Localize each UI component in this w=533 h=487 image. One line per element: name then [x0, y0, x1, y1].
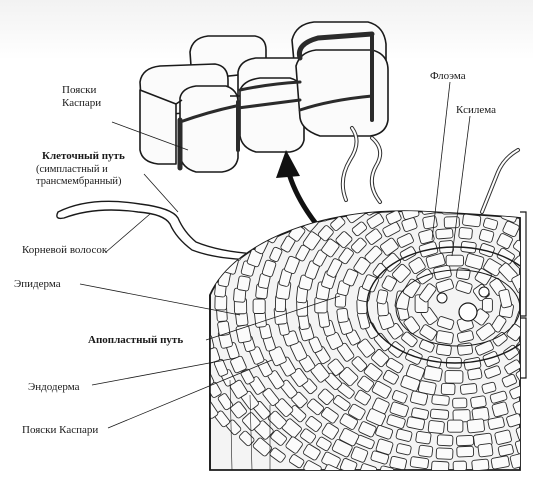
label-cell-path: Клеточный путь — [42, 150, 125, 162]
label-casparian-strips-top: Пояски Каспари — [62, 84, 101, 110]
label-xylem: Ксилема — [456, 104, 496, 116]
casparian-strips — [177, 31, 375, 171]
label-casparian-strips-top-line2: Каспари — [62, 97, 102, 109]
wavy-root-hairs — [340, 126, 520, 214]
label-cell-path-sub-2: трансмембранный) — [36, 176, 122, 187]
label-endodermis: Эндодерма — [28, 381, 80, 393]
label-cell-path-sub-1: (симпластный и — [36, 164, 108, 175]
label-casparian-strips-bottom: Пояски Каспари — [22, 424, 99, 436]
label-apoplast-path: Апопластный путь — [88, 334, 184, 346]
label-phloem: Флоэма — [430, 70, 466, 82]
right-brackets — [520, 211, 527, 379]
label-casparian-strips-top-line1: Пояски — [62, 84, 97, 96]
root-disc — [209, 210, 521, 471]
leader-lines — [79, 81, 471, 429]
label-root-hair: Корневой волосок — [22, 244, 108, 256]
root-hair-shape — [56, 200, 264, 261]
label-epidermis: Эпидерма — [14, 278, 61, 290]
